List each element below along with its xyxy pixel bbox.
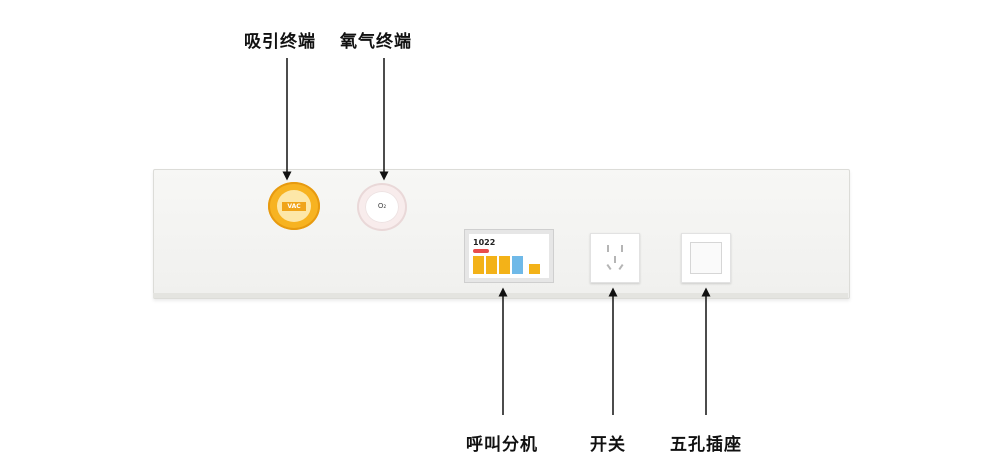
suction-terminal-face: VAC xyxy=(277,190,311,222)
call-unit-screen: 1022 xyxy=(469,234,549,278)
nurse-call-unit-label: 呼叫分机 xyxy=(466,435,538,455)
socket-hole xyxy=(607,245,609,252)
call-unit-tile xyxy=(529,264,540,274)
socket-rocker-face xyxy=(690,242,722,274)
switch-label: 开关 xyxy=(590,435,626,455)
call-unit-status-bar xyxy=(473,249,489,253)
o2-mark: O₂ xyxy=(377,202,387,210)
call-unit-tile xyxy=(486,256,497,274)
oxygen-terminal-label: 氧气终端 xyxy=(340,32,412,52)
nurse-call-unit: 1022 xyxy=(464,229,554,283)
suction-terminal-label: 吸引终端 xyxy=(244,32,316,52)
call-unit-tile xyxy=(499,256,510,274)
socket-hole xyxy=(614,256,616,263)
call-unit-tile xyxy=(512,256,523,274)
five-hole-socket xyxy=(681,233,731,283)
vac-tag: VAC xyxy=(282,202,306,211)
call-unit-tile xyxy=(473,256,484,274)
suction-terminal: VAC xyxy=(268,182,320,230)
call-unit-room-number: 1022 xyxy=(473,238,496,247)
oxygen-terminal: O₂ xyxy=(357,183,407,231)
switch-device xyxy=(590,233,640,283)
five-hole-socket-label: 五孔插座 xyxy=(670,435,742,455)
oxygen-terminal-face: O₂ xyxy=(365,191,399,223)
socket-hole xyxy=(621,245,623,252)
